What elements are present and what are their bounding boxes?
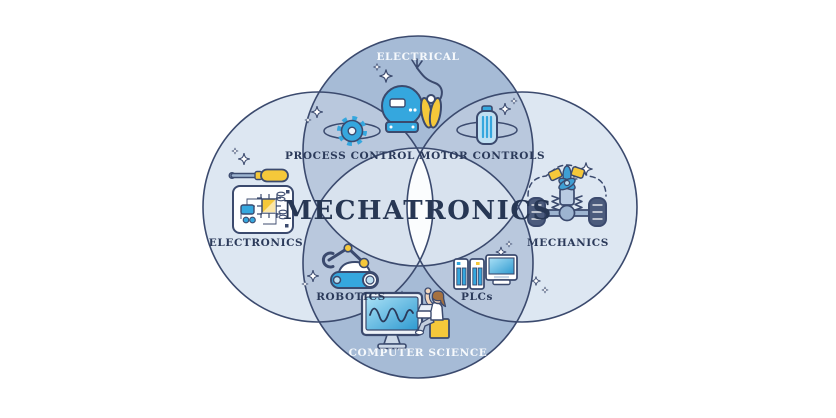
label-robotics: ROBOTICS (316, 291, 386, 303)
computer-science-circle-outline (302, 147, 534, 379)
motor-icon (456, 105, 518, 145)
mechanics-circle-outline (406, 91, 638, 323)
label-computer-science: COMPUTER SCIENCE (348, 347, 488, 359)
label-electronics: ELECTRONICS (208, 237, 304, 249)
label-mechanics: MECHANICS (527, 237, 609, 249)
label-motor-controls: MOTOR CONTROLS (418, 150, 546, 162)
robot-arm-icon (321, 243, 379, 289)
electric-meter-icon (381, 58, 443, 133)
diagram-title: MECHATRONICS (283, 196, 553, 226)
screwdriver-icon (228, 168, 289, 183)
label-process-control: PROCESS CONTROL (285, 150, 415, 162)
car-chassis-icon (527, 164, 607, 227)
computer-monitor-icon (360, 287, 450, 350)
electronics-circle-outline (202, 91, 434, 323)
person-icon (414, 287, 450, 339)
label-electrical: ELECTRICAL (376, 51, 460, 63)
circuit-board-icon (232, 185, 294, 234)
wire-strippers-icon (419, 94, 443, 129)
gear-icon (323, 116, 381, 146)
electrical-circle-outline (302, 35, 534, 267)
label-plcs: PLCs (461, 291, 493, 303)
venn-regions (202, 35, 638, 379)
plc-icon (453, 254, 518, 290)
